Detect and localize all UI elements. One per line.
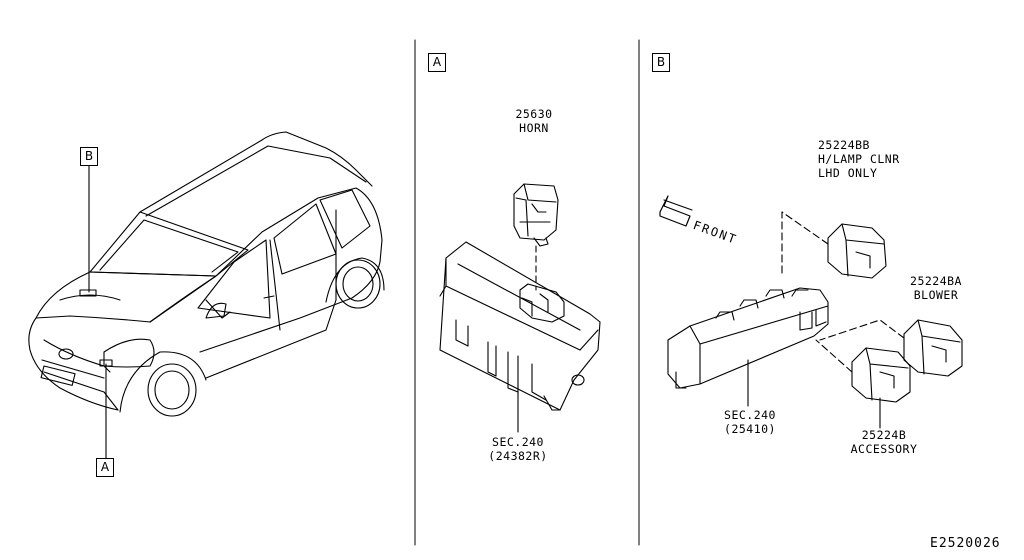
fuse-box-a-ref-number: (24382R) [488, 449, 548, 463]
horn-relay-illustration [513, 183, 559, 247]
horn-part-name: HORN [519, 121, 549, 135]
relay-ba-illustration [903, 319, 963, 377]
fuse-box-b-ref: SEC.240 [724, 408, 776, 422]
vehicle-illustration [28, 131, 385, 417]
fuse-box-b-ref-number: (25410) [724, 422, 776, 436]
relay-b-illustration [851, 347, 911, 403]
relay-bb-note: LHD ONLY [818, 166, 878, 180]
callout-box-b: B [80, 147, 98, 166]
front-arrow [659, 195, 693, 227]
fuse-box-a-illustration [439, 241, 601, 411]
relay-bb-illustration [827, 223, 887, 279]
relay-bb-part-number: 25224BB [818, 138, 870, 152]
relay-bb-install-line [781, 211, 829, 275]
relay-bb-name: H/LAMP CLNR [818, 152, 900, 166]
relay-b-name: ACCESSORY [850, 442, 918, 456]
detail-b-tag: B [652, 53, 670, 72]
relay-b-part-number: 25224B [861, 428, 907, 442]
horn-part-number: 25630 [515, 107, 553, 121]
relay-ba-install-line [819, 319, 905, 341]
fuse-box-b-illustration [667, 287, 829, 389]
relay-ba-part-number: 25224BA [910, 274, 962, 288]
detail-a-tag: A [428, 53, 446, 72]
fuse-box-a-ref: SEC.240 [492, 435, 544, 449]
relay-ba-name: BLOWER [913, 288, 959, 302]
callout-box-a: A [96, 458, 114, 477]
relay-b-install-line [815, 339, 853, 373]
diagram-code: E2520026 [930, 536, 1001, 551]
